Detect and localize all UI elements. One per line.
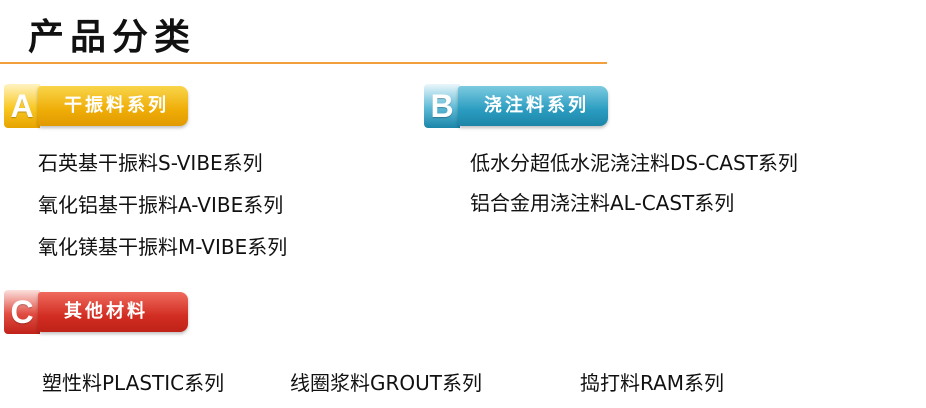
category-b-label: 浇注料系列 (458, 86, 608, 126)
category-a-item-3[interactable]: 氧化镁基干振料M-VIBE系列 (38, 235, 288, 259)
category-b-header[interactable]: B 浇注料系列 (424, 84, 610, 128)
category-c-badge: C (4, 290, 40, 334)
category-c-item-2[interactable]: 线圈浆料GROUT系列 (290, 371, 482, 395)
title-divider (0, 62, 607, 64)
page-title: 产品分类 (28, 16, 197, 58)
category-a-header[interactable]: A 干振料系列 (4, 84, 190, 128)
category-a-item-1[interactable]: 石英基干振料S-VIBE系列 (38, 151, 263, 175)
category-c-label: 其他材料 (38, 292, 188, 332)
category-a-label: 干振料系列 (38, 86, 188, 126)
category-b-item-1[interactable]: 低水分超低水泥浇注料DS-CAST系列 (470, 151, 798, 175)
category-b-item-2[interactable]: 铝合金用浇注料AL-CAST系列 (470, 191, 735, 215)
category-a-item-2[interactable]: 氧化铝基干振料A-VIBE系列 (38, 193, 284, 217)
category-c-header[interactable]: C 其他材料 (4, 290, 190, 334)
category-c-item-1[interactable]: 塑性料PLASTIC系列 (42, 371, 225, 395)
category-b-badge: B (424, 84, 460, 128)
category-c-item-3[interactable]: 捣打料RAM系列 (580, 371, 725, 395)
category-a-badge: A (4, 84, 40, 128)
